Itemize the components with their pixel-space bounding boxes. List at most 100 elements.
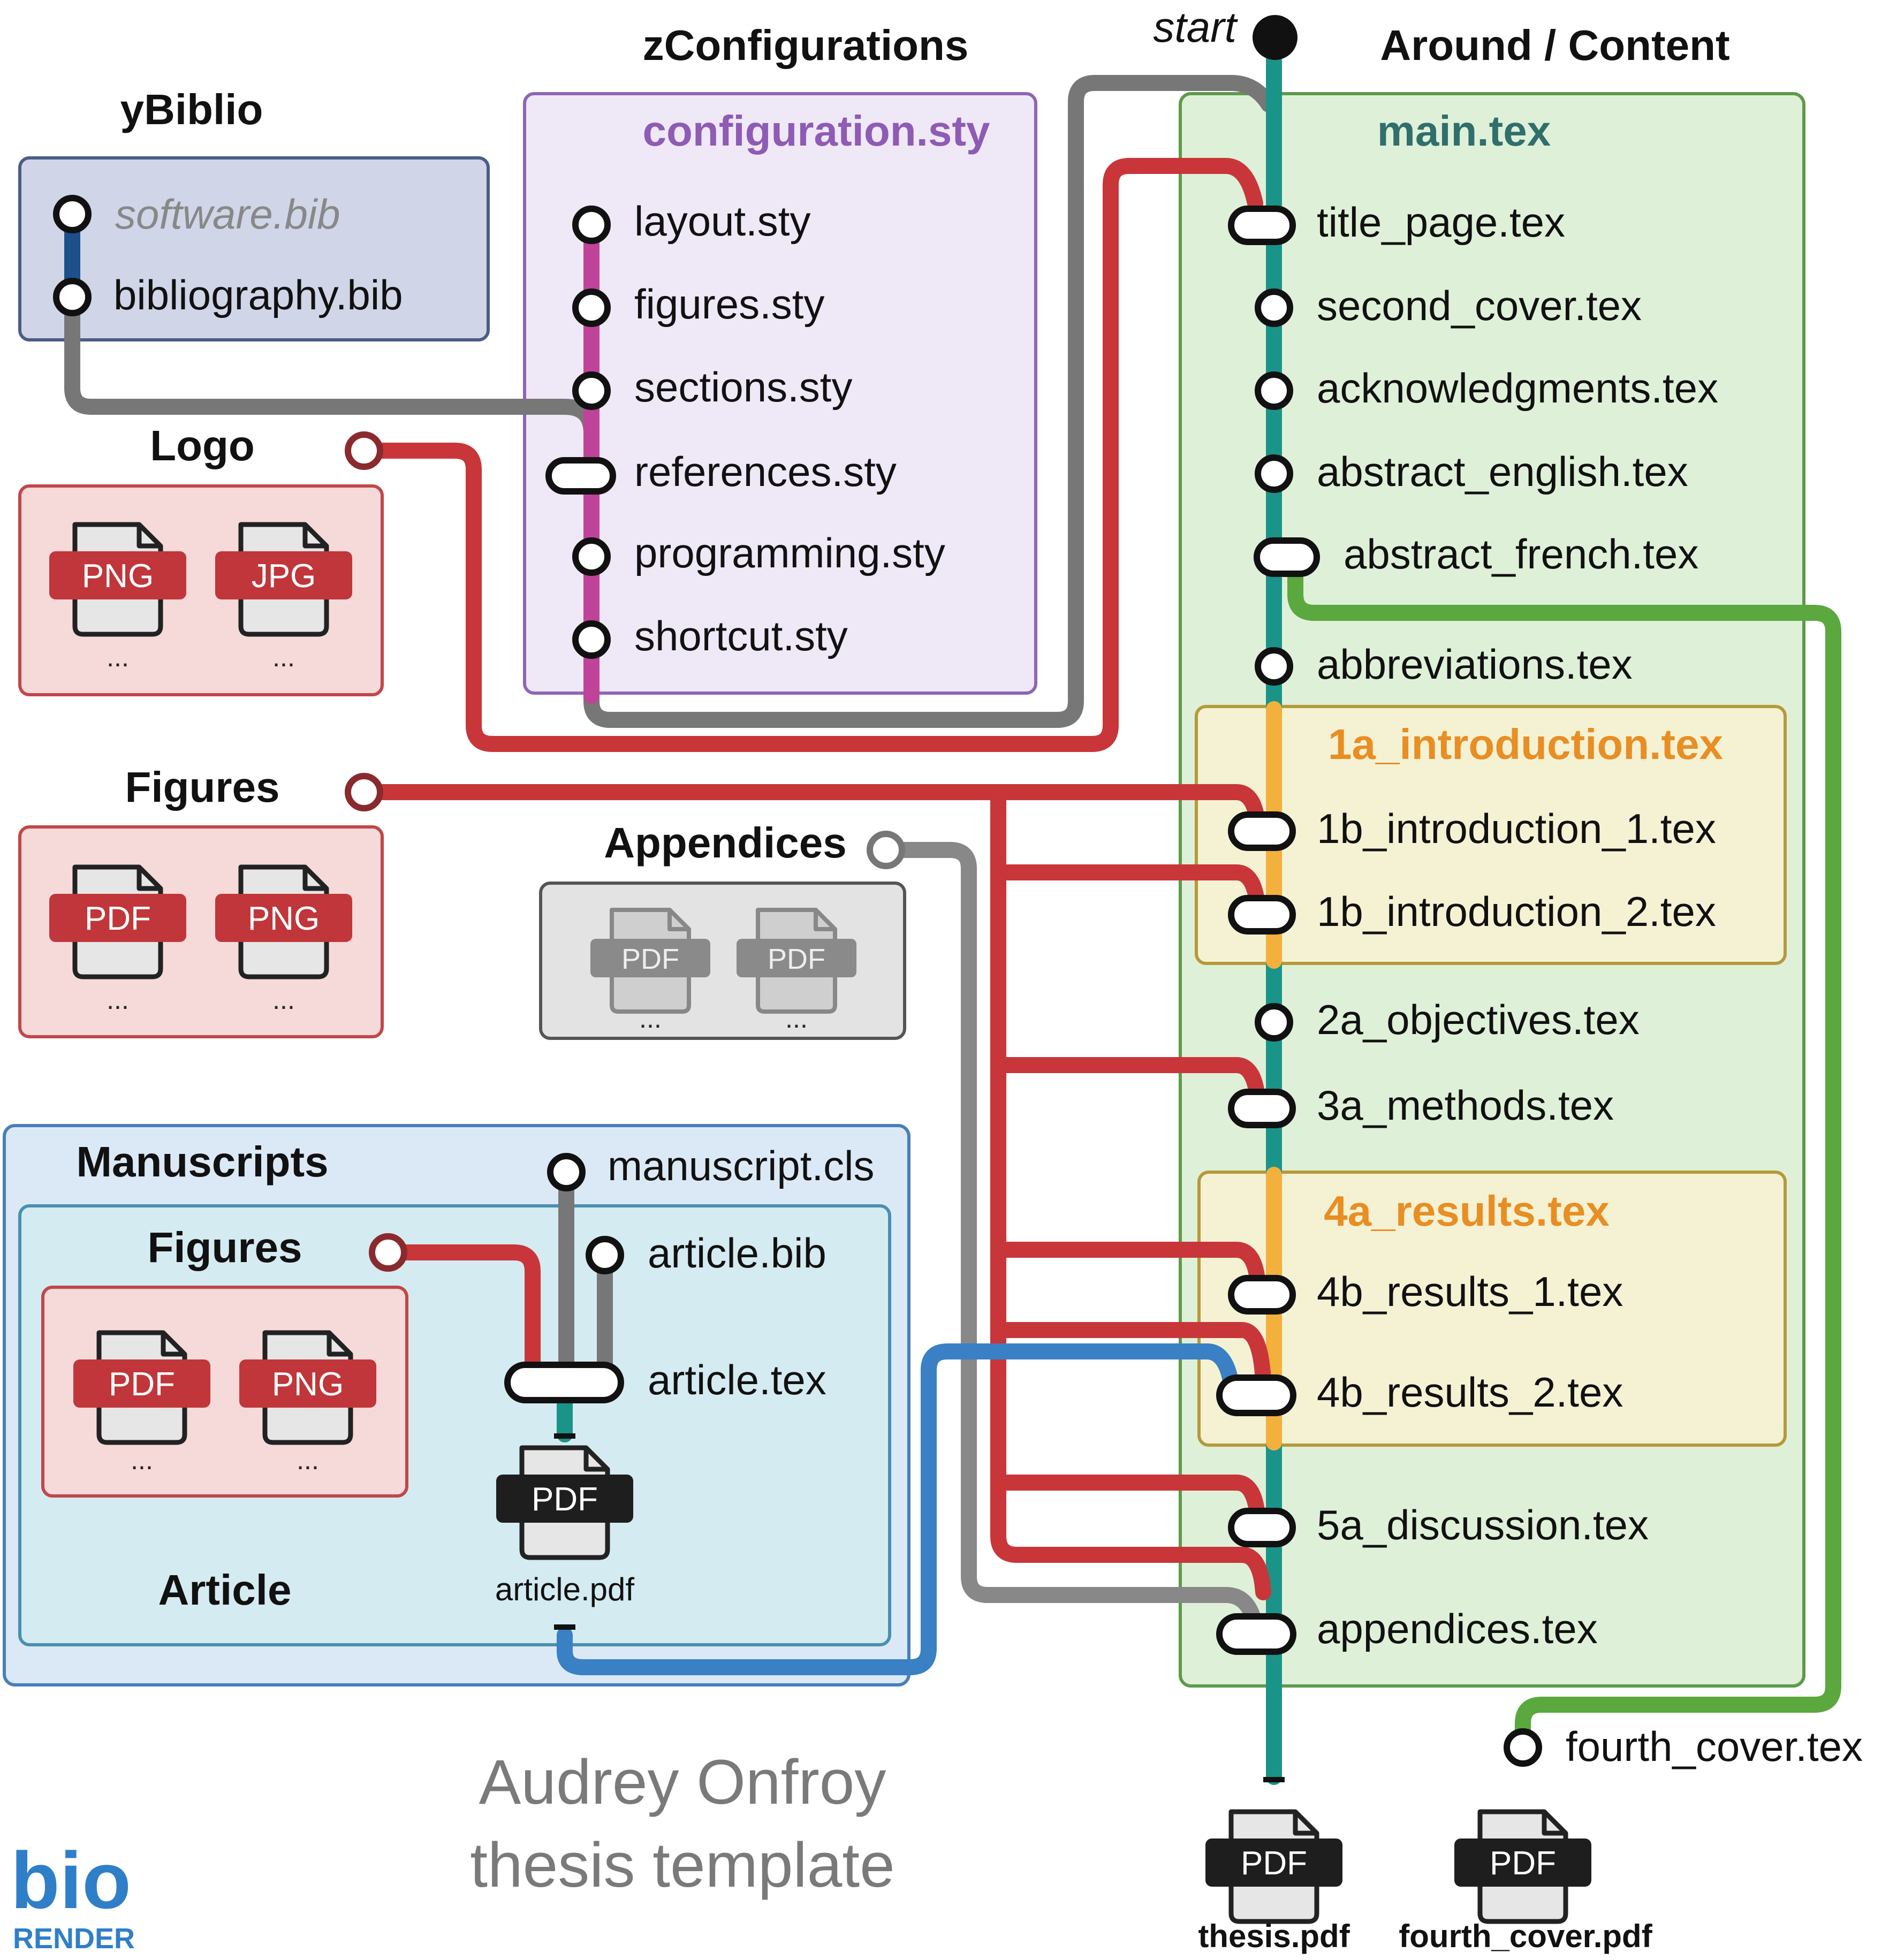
station[interactable] [1255, 1003, 1293, 1042]
article-pdf-name[interactable]: article.pdf [495, 1571, 634, 1607]
appendices-dots: ... [785, 1004, 808, 1034]
station[interactable] [1255, 454, 1293, 493]
figures-badge-png: PNG [248, 900, 320, 937]
station[interactable] [572, 371, 611, 410]
station-interchange[interactable] [1254, 537, 1320, 577]
sections-sty[interactable]: sections.sty [634, 363, 852, 411]
station[interactable] [547, 1153, 586, 1191]
figures-title: Figures [125, 763, 280, 811]
station-interchange[interactable] [545, 457, 616, 495]
station[interactable] [53, 278, 92, 316]
figures-badge-pdf: PDF [85, 900, 151, 937]
start-dot [1253, 15, 1297, 60]
results-box [1197, 1171, 1787, 1447]
figures-dots: ... [107, 985, 129, 1015]
objectives-tex[interactable]: 2a_objectives.tex [1317, 996, 1640, 1043]
thesis-pdf-icon[interactable]: PDF [1205, 1812, 1342, 1921]
ms-figures-badge-png: PNG [272, 1366, 344, 1403]
station[interactable] [345, 431, 383, 470]
around-title: Around / Content [1380, 21, 1729, 69]
station[interactable] [53, 195, 92, 233]
station[interactable] [572, 206, 611, 244]
ybiblio-title: yBiblio [120, 86, 263, 133]
png-file-icon: PNG [215, 867, 352, 977]
article-pdf-badge: PDF [532, 1481, 598, 1518]
ms-figures-dots: ... [297, 1445, 319, 1475]
fourth-cover-pdf-name[interactable]: fourth_cover.pdf [1399, 1918, 1652, 1954]
abstract-english-tex[interactable]: abstract_english.tex [1317, 448, 1688, 495]
second-cover-tex[interactable]: second_cover.tex [1317, 282, 1642, 329]
main-tex-header[interactable]: main.tex [1377, 107, 1551, 155]
blue-line [557, 1343, 1239, 1675]
fourth-cover-tex[interactable]: fourth_cover.tex [1566, 1723, 1863, 1770]
acknowledgments-tex[interactable]: acknowledgments.tex [1317, 364, 1718, 412]
fourth-cover-pdf-icon[interactable]: PDF [1454, 1812, 1591, 1921]
references-sty[interactable]: references.sty [634, 448, 897, 495]
appendices-badge-pdf: PDF [768, 943, 825, 975]
station-interchange[interactable] [1228, 1275, 1296, 1315]
gray-line-appendices [878, 842, 1263, 1635]
station-interchange[interactable] [1228, 811, 1296, 851]
station-interchange[interactable] [1216, 1374, 1296, 1416]
ms-figures-dots: ... [131, 1445, 153, 1475]
figures-sty[interactable]: figures.sty [634, 280, 824, 328]
station-interchange[interactable] [1216, 1613, 1296, 1655]
results-1-tex[interactable]: 4b_results_1.tex [1317, 1268, 1623, 1315]
red-line-logo [356, 158, 1263, 752]
intro-1-tex[interactable]: 1b_introduction_1.tex [1317, 805, 1716, 852]
abbreviations-tex[interactable]: abbreviations.tex [1317, 641, 1633, 688]
thesis-pdf-name[interactable]: thesis.pdf [1198, 1918, 1350, 1954]
programming-sty[interactable]: programming.sty [634, 529, 945, 576]
station-interchange[interactable] [1228, 206, 1296, 245]
pdf-file-icon: PDF [590, 910, 710, 1012]
footer-author: Audrey Onfroy [479, 1747, 886, 1818]
station[interactable] [572, 537, 611, 576]
methods-tex[interactable]: 3a_methods.tex [1317, 1082, 1614, 1129]
station[interactable] [586, 1236, 624, 1274]
results-header[interactable]: 4a_results.tex [1324, 1187, 1610, 1235]
shortcut-sty[interactable]: shortcut.sty [634, 612, 848, 659]
appendices-tex[interactable]: appendices.tex [1317, 1605, 1598, 1652]
figures-dots: ... [272, 985, 295, 1015]
ms-figures-title: Figures [148, 1224, 302, 1271]
station-interchange[interactable] [1228, 1089, 1296, 1128]
station[interactable] [345, 773, 383, 811]
appendices-badge-pdf: PDF [621, 943, 679, 975]
intro-2-tex[interactable]: 1b_introduction_2.tex [1317, 888, 1716, 935]
station[interactable] [572, 620, 611, 659]
biorender-logo-bottom: RENDER [13, 1923, 135, 1955]
article-bib[interactable]: article.bib [648, 1229, 826, 1277]
intro-box [1195, 705, 1787, 965]
configuration-sty-header[interactable]: configuration.sty [643, 107, 990, 155]
station[interactable] [572, 288, 611, 327]
station[interactable] [1504, 1728, 1542, 1767]
title-page-tex[interactable]: title_page.tex [1317, 199, 1565, 246]
ms-figures-badge-pdf: PDF [109, 1366, 175, 1403]
station-interchange[interactable] [504, 1362, 624, 1403]
discussion-tex[interactable]: 5a_discussion.tex [1317, 1501, 1649, 1548]
pdf-file-icon: PDF [49, 867, 186, 977]
station-interchange[interactable] [1228, 1508, 1296, 1547]
station[interactable] [1255, 647, 1293, 686]
layout-sty[interactable]: layout.sty [634, 197, 810, 245]
logo-dots: ... [107, 642, 129, 672]
abstract-french-tex[interactable]: abstract_french.tex [1344, 530, 1698, 578]
start-label: start [1153, 3, 1238, 51]
logo-badge-png: PNG [82, 558, 154, 595]
article-tex[interactable]: article.tex [648, 1356, 826, 1403]
intro-header[interactable]: 1a_introduction.tex [1328, 720, 1723, 768]
station[interactable] [369, 1233, 407, 1272]
results-2-tex[interactable]: 4b_results_2.tex [1317, 1369, 1623, 1416]
manuscript-cls[interactable]: manuscript.cls [608, 1142, 874, 1189]
article-pdf-icon[interactable]: PDF [496, 1448, 633, 1558]
bibliography-bib[interactable]: bibliography.bib [113, 271, 403, 318]
station-interchange[interactable] [1228, 895, 1296, 935]
config-box [523, 92, 1037, 695]
station[interactable] [1255, 288, 1293, 327]
station[interactable] [1255, 371, 1293, 410]
png-file-icon: PNG [49, 525, 186, 634]
logo-badge-jpg: JPG [252, 558, 316, 595]
footer-subtitle: thesis template [470, 1830, 895, 1901]
software-bib[interactable]: software.bib [115, 191, 340, 238]
station[interactable] [867, 831, 905, 869]
